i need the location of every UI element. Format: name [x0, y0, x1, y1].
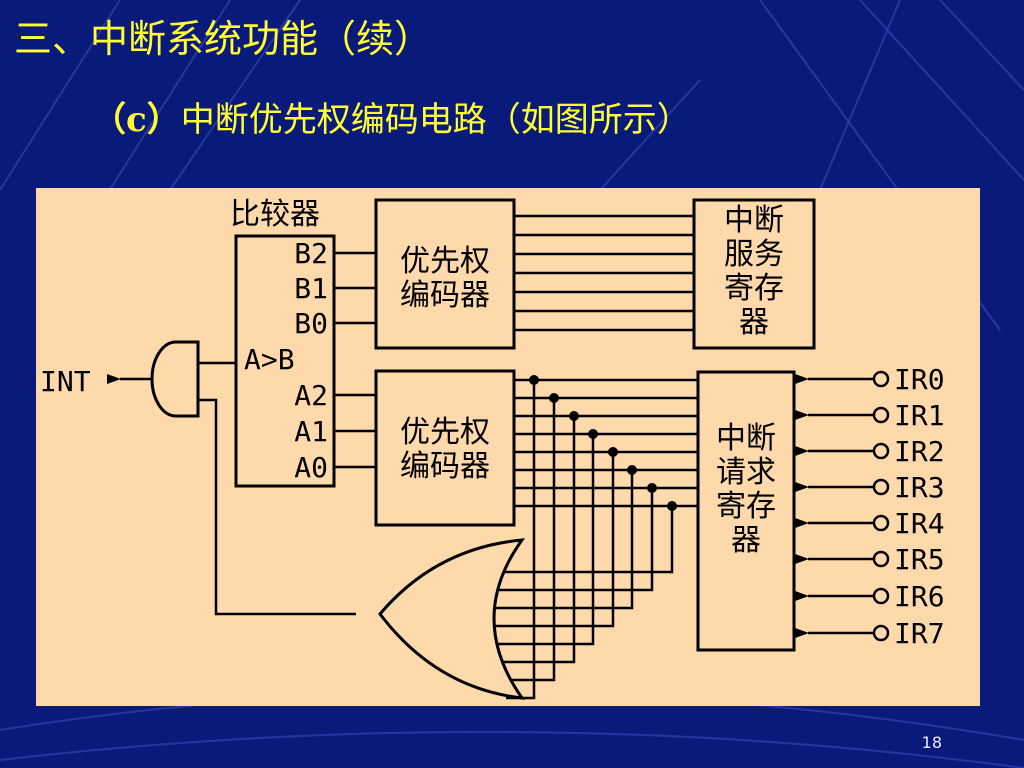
encoder-bottom-label-line2: 编码器 — [400, 449, 490, 484]
ir0-label: IR0 — [894, 363, 945, 396]
subtitle-text: 中断优先权编码电路（如图所示） — [180, 100, 691, 140]
ir-input-terminals — [872, 370, 890, 642]
priority-encoder-circuit-diagram: 比较器 B2 B1 B0 A>B A2 A1 A0 优先权 编码器 优先权 编码… — [40, 197, 945, 700]
request-register-label-line2: 请求 — [716, 455, 776, 490]
comparator-input-a0: A0 — [294, 451, 328, 484]
encoder-bottom-label-line1: 优先权 — [400, 415, 490, 450]
junction-dots — [529, 375, 677, 511]
priority-encoder-top-block — [374, 198, 516, 350]
service-register-label-line2: 服务 — [724, 237, 784, 272]
ir3-label: IR3 — [894, 471, 945, 504]
ir1-label: IR1 — [894, 399, 945, 432]
comparator-input-a1: A1 — [294, 415, 328, 448]
comparator-input-b0: B0 — [294, 307, 328, 340]
comparator-input-a2: A2 — [294, 379, 328, 412]
subtitle-prefix: （c） — [92, 100, 181, 140]
request-register-label-line3: 寄存 — [716, 489, 776, 524]
ir5-label: IR5 — [894, 543, 945, 576]
comparator-label: 比较器 — [230, 197, 320, 232]
and-gate — [150, 340, 200, 418]
comparator-input-b2: B2 — [294, 237, 328, 270]
comparator-block — [234, 234, 336, 488]
ir7-label: IR7 — [894, 617, 945, 650]
int-output-label: INT — [40, 365, 91, 398]
page-number: 18 — [921, 733, 942, 752]
priority-encoder-bottom-block — [374, 369, 516, 527]
service-register-block — [692, 198, 816, 350]
encoder-top-label-line2: 编码器 — [400, 278, 490, 313]
service-register-label-line1: 中断 — [724, 203, 784, 238]
encoder-top-label-line1: 优先权 — [400, 244, 490, 279]
request-register-label-line4: 器 — [731, 523, 761, 558]
service-register-label-line3: 寄存 — [724, 271, 784, 306]
diagram-panel: 比较器 B2 B1 B0 A>B A2 A1 A0 优先权 编码器 优先权 编码… — [36, 188, 980, 706]
slide-title: 三、中断系统功能（续） — [14, 17, 433, 61]
ir4-label: IR4 — [894, 507, 945, 540]
service-register-label-line4: 器 — [739, 305, 769, 340]
slide-subtitle: （c）中断优先权编码电路（如图所示） — [92, 92, 691, 141]
comparator-input-b1: B1 — [294, 272, 328, 305]
ir6-label: IR6 — [894, 580, 945, 613]
request-register-label-line1: 中断 — [716, 421, 776, 456]
request-register-block — [696, 370, 796, 652]
wires — [107, 214, 874, 700]
ir2-label: IR2 — [894, 435, 945, 468]
or-gate — [378, 538, 526, 700]
comparator-output-a-gt-b: A>B — [244, 343, 295, 376]
